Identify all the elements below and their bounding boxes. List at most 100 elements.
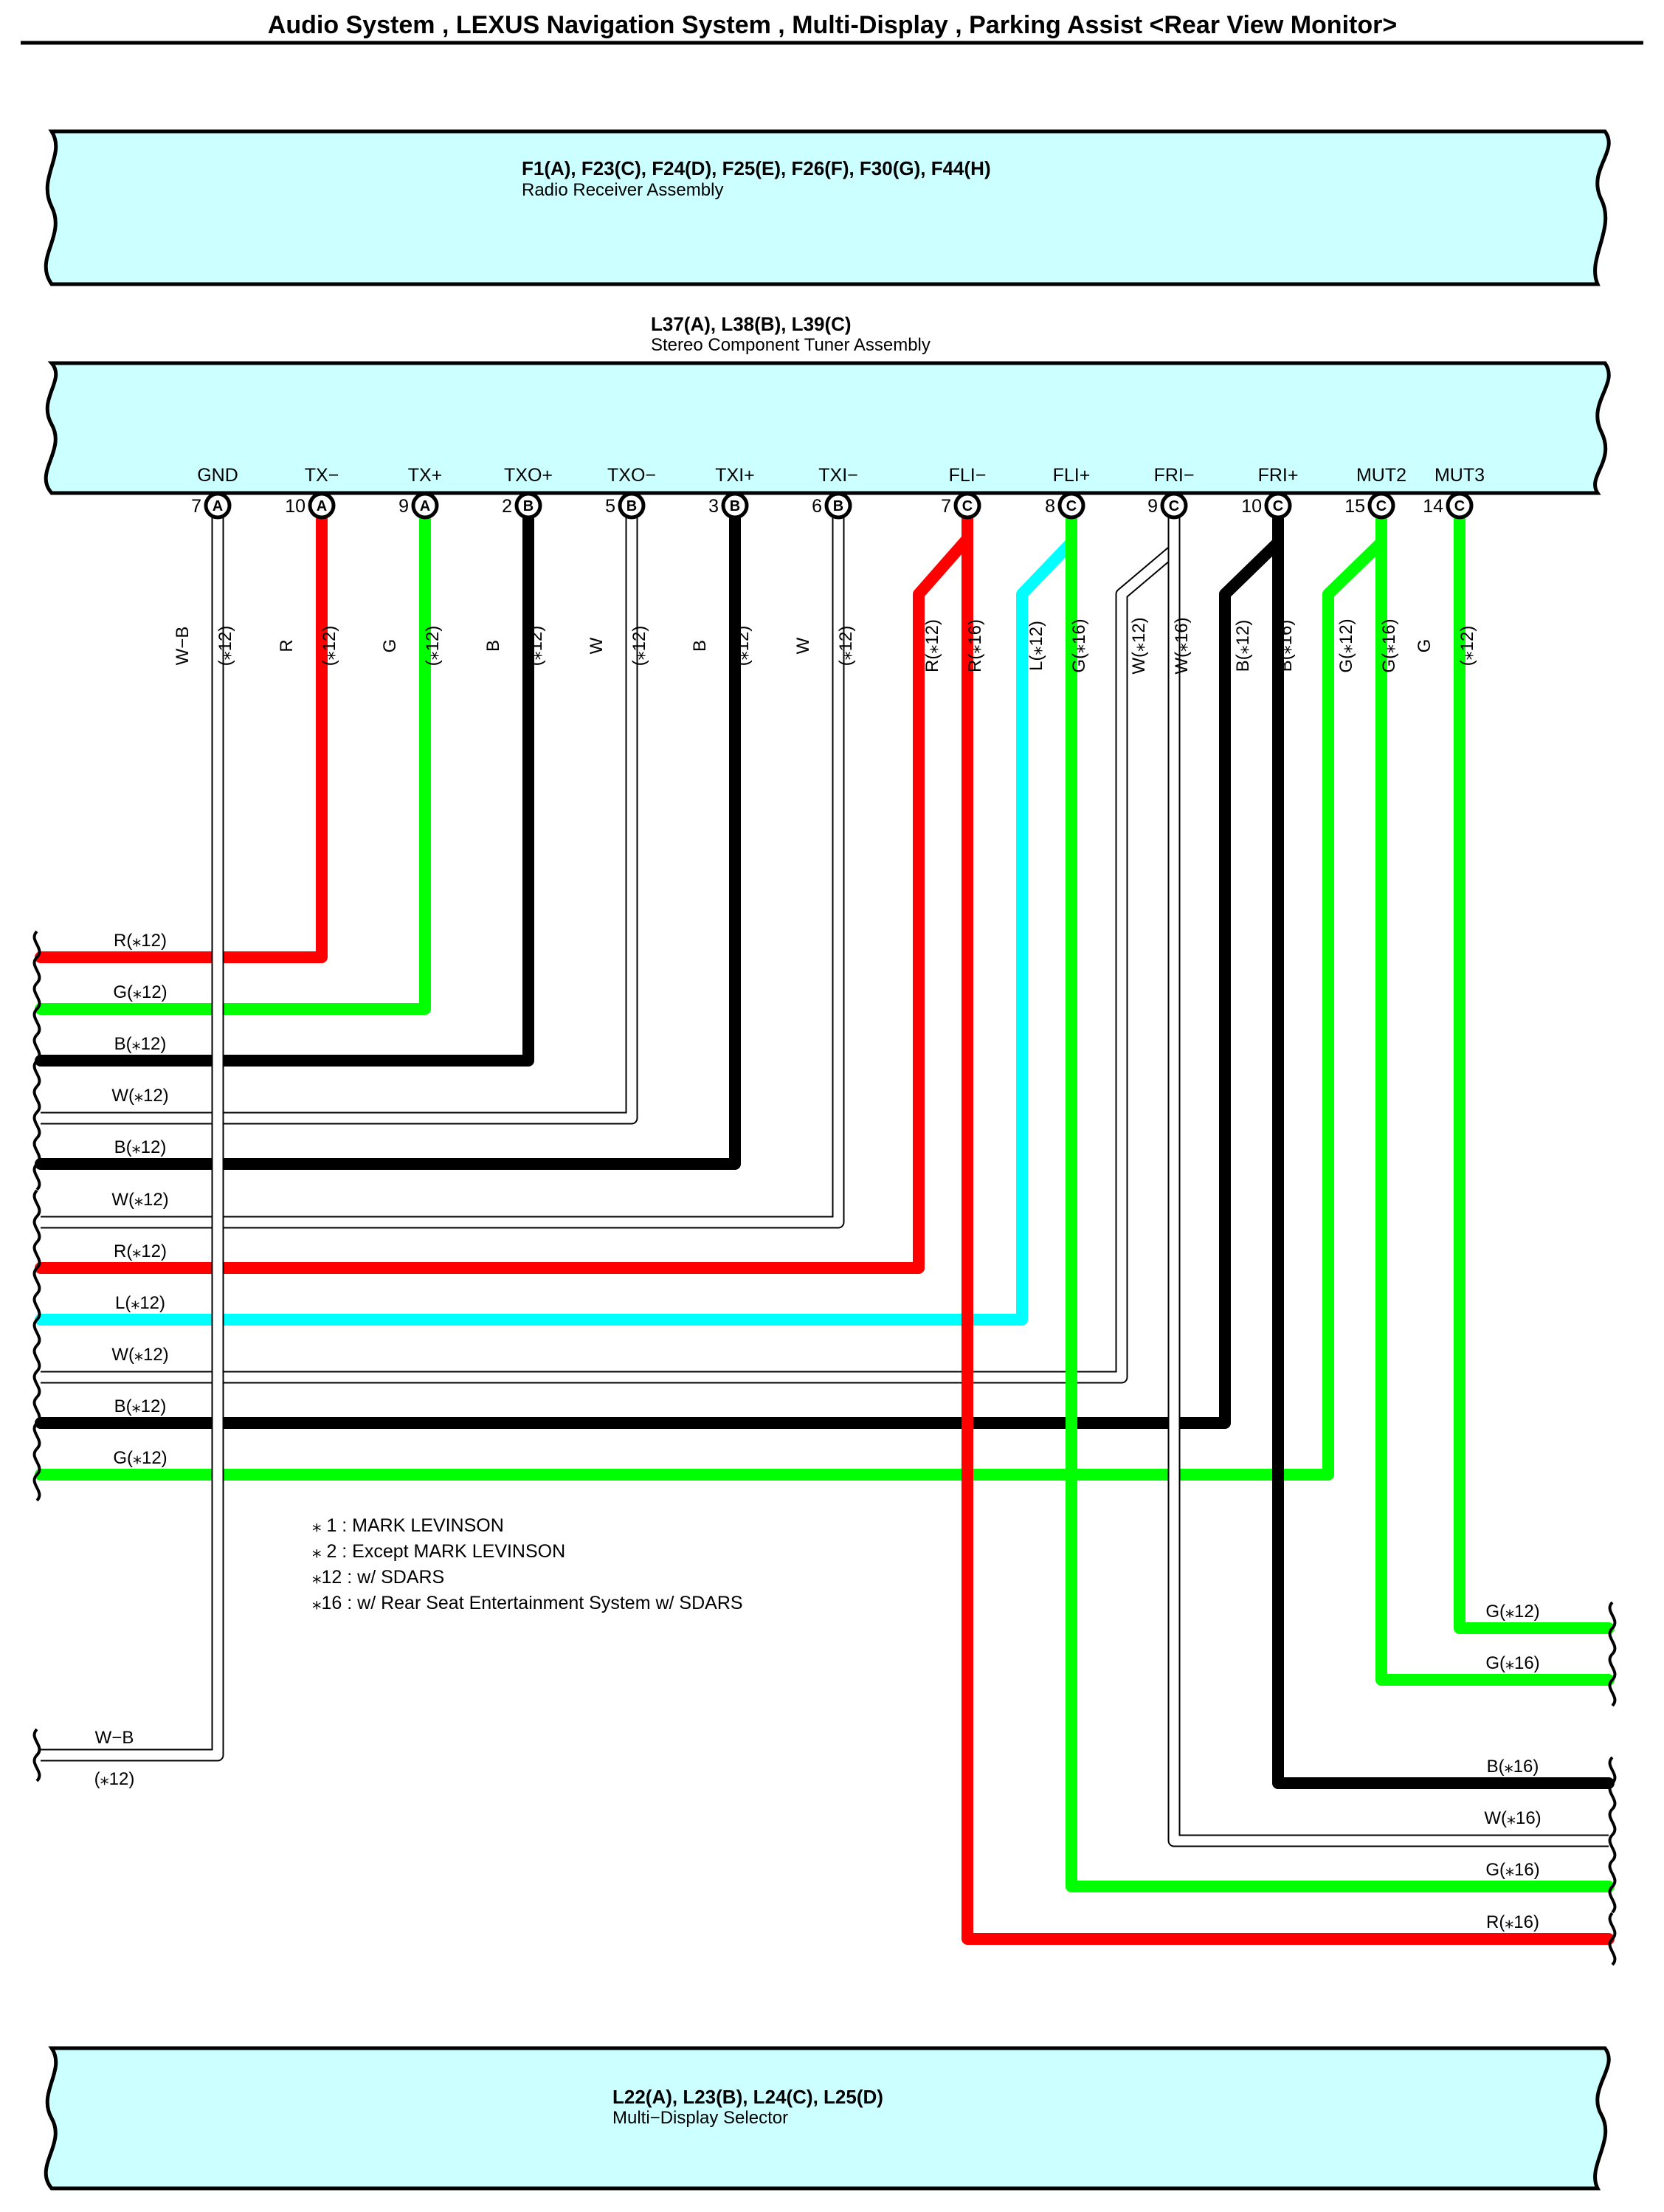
pin-signal: TX+ [408,465,443,486]
pin-number: 7 [941,496,951,517]
vertical-wire-label: L(⁎12) [1026,621,1046,671]
wire-fri-minus-12-outline [41,506,1181,1384]
left-wire-label: W(⁎12) [111,1190,168,1210]
pin-signal: TXI+ [715,465,755,486]
break-mark-left-0 [32,930,41,985]
note-2: ⁎ 2 : Except MARK LEVINSON [312,1541,565,1562]
pin-number: 7 [191,496,201,517]
vertical-wire-label: B(⁎16) [1276,620,1296,672]
vertical-wire-label: R(⁎12) [922,619,942,672]
pin-number: 9 [1147,496,1158,517]
pin-circle [1264,492,1292,520]
break-mark-right-0 [1608,1601,1617,1655]
break-mark-left-2 [32,1033,41,1088]
pin-connector-letter: B [626,498,637,514]
radio-receiver-box [44,129,1611,286]
wire-tx-minus [35,500,328,963]
vertical-wire-label: W(⁎12) [1129,617,1149,674]
wire-gnd-outline [41,506,224,1762]
pin-circle [1367,492,1395,520]
right-wire-label: G(⁎16) [1485,1860,1539,1880]
notes: ⁎ 1 : MARK LEVINSON ⁎ 2 : Except MARK LE… [312,1515,743,1613]
wire-mut3 [1454,500,1615,1634]
gnd-wire-label: W−B [95,1728,134,1748]
pin-signal: FRI− [1154,465,1195,486]
right-wire-label: R(⁎16) [1486,1912,1539,1932]
multi-display-name: Multi−Display Selector [612,2108,788,2128]
pin-circle [1057,492,1085,520]
break-mark-left-3 [32,1085,41,1140]
pin-connector-letter: A [317,498,327,514]
pin-signal: MUT2 [1356,465,1406,486]
vertical-wire-label: (⁎12) [320,626,339,666]
vertical-wire-label: W [793,637,813,654]
radio-receiver-connectors: F1(A), F23(C), F24(D), F25(E), F26(F), F… [522,157,991,179]
vertical-wire-label: (⁎12) [526,626,546,666]
pin-circle [308,492,336,520]
pin-connector-letter: C [1376,498,1387,514]
vertical-wire-label: G [1415,639,1435,653]
right-wire-label: W(⁎16) [1484,1808,1541,1828]
vertical-wire-label: (⁎12) [733,626,753,666]
pin-signal: FLI+ [1053,465,1091,486]
vertical-wire-label: B [483,640,503,652]
pin-number: 6 [812,496,822,517]
pin-connector-letter: A [420,498,430,514]
pin-number: 2 [502,496,512,517]
wire-txi-plus [35,500,741,1170]
wire-fli-plus-16 [1066,500,1615,1892]
pin-circle [1160,492,1188,520]
break-mark-left-8 [32,1344,41,1399]
pin-number: 10 [285,496,305,517]
pin-signal: TXI− [818,465,858,486]
break-mark-left-7 [32,1292,41,1347]
pin-signal: TXO+ [504,465,553,486]
multi-display-connectors: L22(A), L23(B), L24(C), L25(D) [612,2086,883,2108]
wire-fri-minus-16-outline [1167,506,1609,1847]
break-mark-right-1 [1608,1653,1617,1707]
left-wire-label: W(⁎12) [111,1345,168,1365]
pin-number: 14 [1423,496,1443,517]
vertical-wire-label: W−B [173,627,193,666]
pin-signal: MUT3 [1435,465,1485,486]
wire-color-labels: W−B(⁎12)R(⁎12)G(⁎12)B(⁎12)W(⁎12)B(⁎12)W(… [173,617,1477,674]
left-wire-label: B(⁎12) [114,1396,167,1416]
break-mark-right-2 [1608,1756,1617,1810]
right-wire-label: G(⁎16) [1485,1653,1539,1673]
note-4: ⁎16 : w/ Rear Seat Entertainment System … [312,1593,743,1613]
pin-circle [1446,492,1474,520]
pin-circle [721,492,749,520]
pin-number: 5 [605,496,615,517]
page-title: Audio System , LEXUS Navigation System ,… [268,11,1397,39]
vertical-wire-label: (⁎12) [423,626,443,666]
wire-fli-minus-16 [962,500,1615,1945]
break-mark-gnd [32,1728,41,1782]
stereo-tuner-box [44,361,1611,495]
wire-mut2-16 [1375,500,1615,1686]
pin-signal: GND [197,465,238,486]
pin-number: 10 [1241,496,1262,517]
vertical-wire-label: G(⁎12) [1336,619,1356,672]
break-mark-right-3 [1608,1808,1617,1862]
break-mark-right-4 [1608,1859,1617,1914]
vertical-wire-label: W [587,637,607,654]
note-3: ⁎12 : w/ SDARS [312,1567,444,1588]
left-wire-label: B(⁎12) [114,1034,167,1054]
note-1: ⁎ 1 : MARK LEVINSON [312,1515,504,1536]
pin-connector-letter: C [962,498,973,514]
vertical-wire-label: (⁎12) [215,626,235,666]
vertical-wire-label: B(⁎12) [1233,620,1253,672]
pin-connector-letter: C [1169,498,1179,514]
wire-end-labels: R(⁎12)G(⁎12)B(⁎12)W(⁎12)B(⁎12)W(⁎12)R(⁎1… [94,931,1542,1932]
right-wire-label: B(⁎16) [1487,1757,1539,1777]
